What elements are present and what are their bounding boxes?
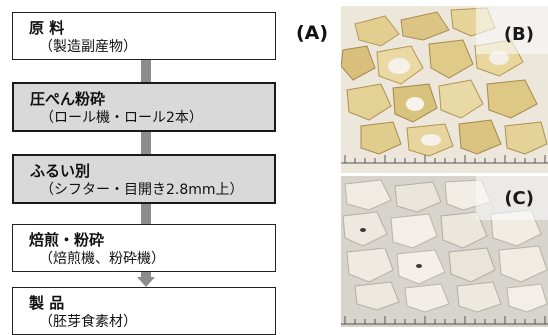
flow-arrowhead: [137, 277, 155, 287]
photo-b: (B): [341, 6, 548, 173]
photo-c: (C): [341, 176, 548, 327]
flow-connector: [141, 60, 151, 82]
step-crushing: 圧ぺん粉砕 （ロール機・ロール2本）: [12, 82, 276, 132]
panel-label-c: (C): [504, 188, 534, 209]
panel-label-a: (A): [296, 22, 328, 44]
step-subtitle: （製造副産物）: [29, 38, 265, 57]
step-title: 原 料: [29, 19, 265, 38]
step-roasting: 焙煎・粉砕 （焙煎機、粉砕機）: [12, 224, 276, 272]
step-subtitle: （焙煎機、粉砕機）: [29, 250, 265, 269]
step-subtitle: （ロール機・ロール2本）: [30, 109, 264, 128]
step-title: 製 品: [29, 294, 265, 313]
step-subtitle: （シフター・目開き2.8mm上）: [30, 181, 264, 200]
step-title: 焙煎・粉砕: [29, 231, 265, 250]
step-title: 圧ぺん粉砕: [30, 90, 264, 109]
step-subtitle: （胚芽食素材）: [29, 313, 265, 332]
step-product: 製 品 （胚芽食素材）: [12, 287, 276, 335]
step-title: ふるい別: [30, 162, 264, 181]
panel-label-b: (B): [504, 24, 534, 45]
flow-connector: [141, 204, 151, 224]
step-raw-material: 原 料 （製造副産物）: [12, 12, 276, 60]
flow-connector: [141, 132, 151, 154]
step-sieving: ふるい別 （シフター・目開き2.8mm上）: [12, 154, 276, 204]
